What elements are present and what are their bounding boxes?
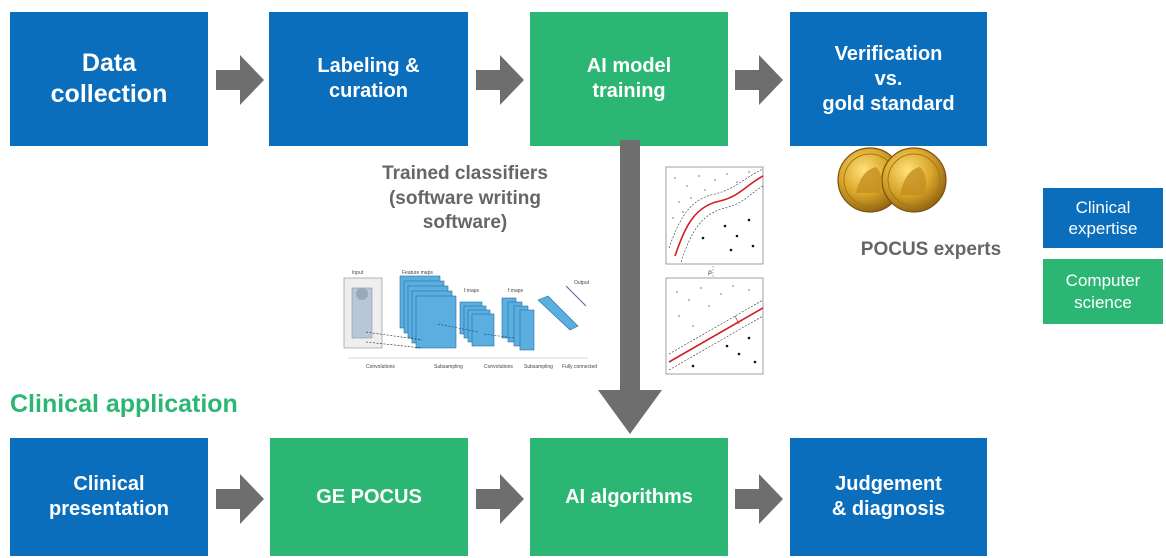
data-collection-box: Data collection <box>10 12 208 146</box>
pocus-experts-label: POCUS experts <box>860 239 1002 260</box>
cnn-convolutions-label-2: Convolutions <box>484 364 513 370</box>
cnn-fully-connected-label: Fully connected <box>562 364 597 370</box>
ai-algorithms-box: AI algorithms <box>530 438 728 556</box>
legend-clinical-expertise: Clinical expertise <box>1043 188 1163 248</box>
arrow-down-icon <box>598 140 662 434</box>
cnn-input-label: Input <box>352 270 364 276</box>
section-title-clinical-application: Clinical application <box>10 390 238 418</box>
svm-decision-boundary-figure: ρ <box>665 166 764 375</box>
arrow-right-icon <box>476 55 524 105</box>
legend-computer-science: Computer science <box>1043 259 1163 324</box>
cnn-feature-maps-label: Feature maps <box>402 270 433 276</box>
svm-rho-label: ρ <box>708 269 712 276</box>
cnn-subsampling-label-2: Subsampling <box>524 364 553 370</box>
ai-model-training-box: AI model training <box>530 12 728 146</box>
cnn-fmaps-label-2: f.maps <box>508 288 524 294</box>
trained-classifiers-label: Trained classifiers (software writing so… <box>382 163 548 234</box>
arrow-right-icon <box>476 474 524 524</box>
cnn-output-label: Output <box>574 280 590 286</box>
cnn-convolutions-label-1: Convolutions <box>366 364 395 370</box>
gold-coins-icon <box>837 147 947 213</box>
arrow-right-icon <box>216 474 264 524</box>
arrow-right-icon <box>216 55 264 105</box>
labeling-curation-box: Labeling & curation <box>269 12 468 146</box>
arrow-right-icon <box>735 474 783 524</box>
cnn-subsampling-label-1: Subsampling <box>434 364 463 370</box>
cnn-fmaps-label-1: f.maps <box>464 288 480 294</box>
verification-box: Verification vs. gold standard <box>790 12 987 146</box>
clinical-presentation-box: Clinical presentation <box>10 438 208 556</box>
ge-pocus-box: GE POCUS <box>270 438 468 556</box>
arrow-right-icon <box>735 55 783 105</box>
cnn-diagram-figure: Input Feature maps f.maps f.maps Output … <box>343 270 597 370</box>
judgement-diagnosis-box: Judgement & diagnosis <box>790 438 987 556</box>
